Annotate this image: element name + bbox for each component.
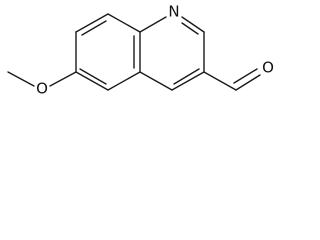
bond-o-ch3 bbox=[7, 71, 35, 87]
bond-c8-c8a bbox=[107, 13, 141, 33]
bond-cho-o bbox=[235, 74, 261, 91]
bond-c6-o bbox=[49, 71, 77, 87]
molecule-structure: N O O bbox=[7, 3, 274, 98]
structure-canvas: N O O bbox=[0, 0, 288, 98]
ether-oxygen-label: O bbox=[36, 80, 48, 98]
bond-c8a-n1 bbox=[139, 16, 167, 33]
bond-c7-c8-inner bbox=[81, 20, 107, 36]
nitrogen-label: N bbox=[168, 3, 179, 21]
bond-c3-cho bbox=[203, 71, 237, 91]
bond-c4-c4a bbox=[139, 71, 173, 91]
bond-n1-c2-inner bbox=[181, 22, 199, 35]
bond-c5-c6-inner bbox=[79, 68, 107, 85]
aldehyde-oxygen-label: O bbox=[262, 59, 274, 77]
bond-c7-c8 bbox=[75, 13, 109, 33]
bond-c3-c4-inner bbox=[173, 68, 200, 85]
bond-c4a-c5 bbox=[107, 71, 141, 91]
bond-n1-c2 bbox=[181, 16, 205, 33]
bond-cho-o-double bbox=[233, 68, 258, 84]
bond-c5-c6 bbox=[75, 71, 109, 91]
bond-c3-c4 bbox=[171, 71, 205, 91]
